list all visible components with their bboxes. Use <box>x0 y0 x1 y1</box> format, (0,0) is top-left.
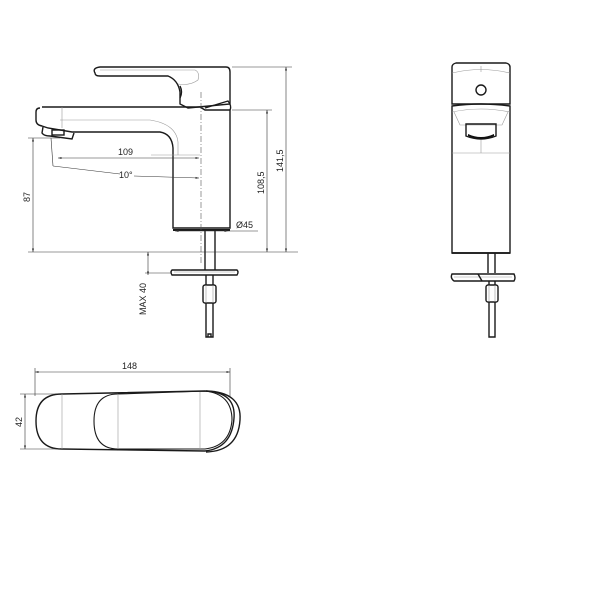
dim-body-diameter: Ø45 <box>236 220 253 230</box>
dim-spout-reach: 109 <box>118 147 133 157</box>
top-view: 148 42 <box>14 361 241 453</box>
dim-top-width: 42 <box>14 417 24 427</box>
side-view: 109 10° 87 108,5 141,5 Ø45 MAX 40 <box>22 66 298 338</box>
dim-body-height: 108,5 <box>256 171 266 194</box>
dim-spout-height: 87 <box>22 192 32 202</box>
dim-spout-angle: 10° <box>119 170 133 180</box>
dim-total-height: 141,5 <box>275 149 285 172</box>
front-view <box>450 62 516 338</box>
dim-max-countertop: MAX 40 <box>138 283 148 315</box>
dim-top-length: 148 <box>122 361 137 371</box>
